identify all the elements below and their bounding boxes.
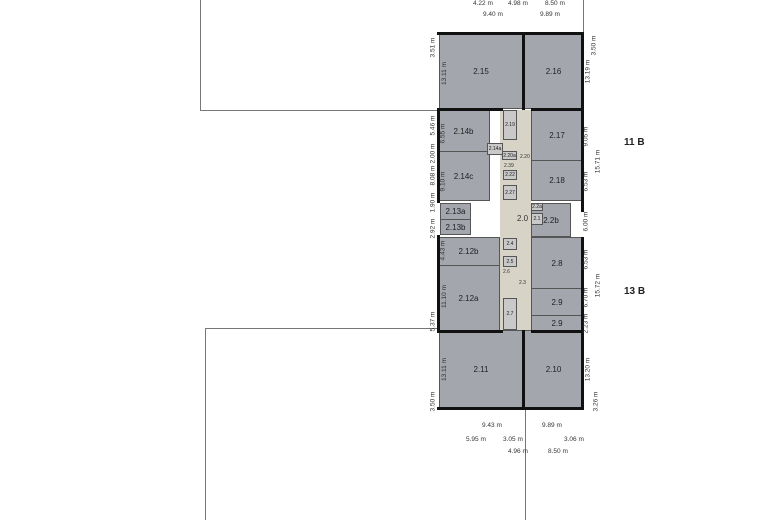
room-2-12a: 2.12a (437, 265, 500, 331)
outline-line (200, 110, 437, 111)
corridor (500, 110, 531, 332)
wall (581, 32, 584, 212)
dimension-label: 5.46 m (429, 115, 437, 136)
dimension-label: 11.10 m (441, 284, 449, 309)
dimension-label: 9.89 m (540, 11, 560, 18)
service-room: 2.5 (503, 256, 517, 267)
corridor-label: 2.3 (519, 280, 526, 286)
room-2-9: 2.9 (531, 315, 583, 331)
dimension-label: 9.43 m (482, 422, 502, 429)
room-2-15: 2.15 (439, 33, 523, 109)
service-room: 2.27 (503, 185, 517, 200)
room-2-11: 2.11 (439, 330, 523, 409)
corridor-label: 2.39 (504, 163, 514, 169)
dimension-label: 9.05 m (582, 126, 590, 147)
service-room: 2.2a (531, 203, 543, 211)
room-2-14b: 2.14b (437, 110, 490, 152)
dimension-label: 3.50 m (590, 35, 598, 56)
dimension-label: 13.11 m (441, 357, 449, 382)
dimension-label: 3.51 m (429, 37, 437, 58)
dimension-label: 3.06 m (564, 436, 584, 443)
corridor-label: 2.20 (520, 154, 530, 160)
dimension-label: 2.23 m (582, 313, 590, 334)
outline-line (583, 0, 584, 32)
dimension-label: 15.72 m (594, 273, 602, 298)
dimension-label: 9.89 m (542, 422, 562, 429)
dimension-label: 3.05 m (503, 436, 523, 443)
wall (437, 330, 503, 333)
dimension-label: 6.53 m (582, 171, 590, 192)
building-label-13b: 13 B (624, 286, 646, 297)
service-room: 2.20a (502, 151, 517, 160)
room-2-10: 2.10 (524, 330, 583, 409)
dimension-label: 3.50 m (429, 391, 437, 412)
wall (437, 108, 440, 203)
wall (437, 32, 584, 35)
service-room: 2.1 (531, 213, 543, 225)
wall (437, 407, 584, 410)
dimension-label: 3.26 m (592, 391, 600, 412)
dimension-label: 8.50 m (545, 0, 565, 7)
dimension-label: 6.53 m (582, 249, 590, 270)
wall (531, 330, 584, 333)
room-2-18: 2.18 (531, 160, 583, 201)
room-2-13a: 2.13a (440, 203, 471, 220)
dimension-label: 2.00 m (429, 143, 437, 164)
outline-line (525, 410, 526, 520)
outline-line (205, 328, 437, 329)
room-2-17: 2.17 (531, 110, 583, 161)
dimension-label: 5.37 m (429, 311, 437, 332)
dimension-label: 8.08 m (429, 165, 437, 186)
service-room: 2.4 (503, 238, 517, 250)
service-room: 2.7 (503, 298, 517, 330)
dimension-label: 1.90 m (429, 192, 437, 213)
outline-line (205, 328, 206, 520)
room-2-12b: 2.12b (437, 237, 500, 266)
dimension-label: 9.10 m (439, 171, 447, 192)
wall (437, 108, 503, 111)
dimension-label: 13.11 m (441, 61, 449, 86)
dimension-label: 13.20 m (584, 357, 592, 382)
dimension-label: 4.96 m (508, 448, 528, 455)
outline-line (200, 0, 201, 110)
dimension-label: 13.19 m (584, 59, 592, 84)
dimension-label: 4.43 m (439, 240, 447, 261)
dimension-label: 6.55 m (439, 123, 447, 144)
room-2-14c: 2.14c (437, 151, 490, 201)
corridor-label: 2.6 (503, 269, 510, 275)
dimension-label: 4.98 m (508, 0, 528, 7)
room-2-13b: 2.13b (440, 219, 471, 235)
service-room: 2.22 (503, 170, 517, 180)
wall (437, 235, 440, 330)
building-label-11b: 11 B (624, 137, 645, 148)
dimension-label: 15.71 m (594, 149, 602, 174)
room-2-8: 2.8 (531, 237, 583, 289)
wall (522, 330, 525, 410)
service-room: 2.19 (503, 110, 517, 140)
dimension-label: 5.95 m (466, 436, 486, 443)
dimension-label: 2.92 m (429, 218, 437, 239)
wall (581, 237, 584, 410)
room-2-9: 2.9 (531, 288, 583, 316)
wall (522, 32, 525, 110)
wall (531, 108, 584, 111)
room-2-16: 2.16 (524, 33, 583, 109)
corridor-label: 2.0 (517, 214, 529, 223)
dimension-label: 6.70 m (582, 287, 590, 308)
service-room: 2.14a (487, 143, 503, 155)
dimension-label: 8.50 m (548, 448, 568, 455)
dimension-label: 4.22 m (473, 0, 493, 7)
dimension-label: 6.00 m (582, 211, 590, 232)
dimension-label: 9.40 m (483, 11, 503, 18)
